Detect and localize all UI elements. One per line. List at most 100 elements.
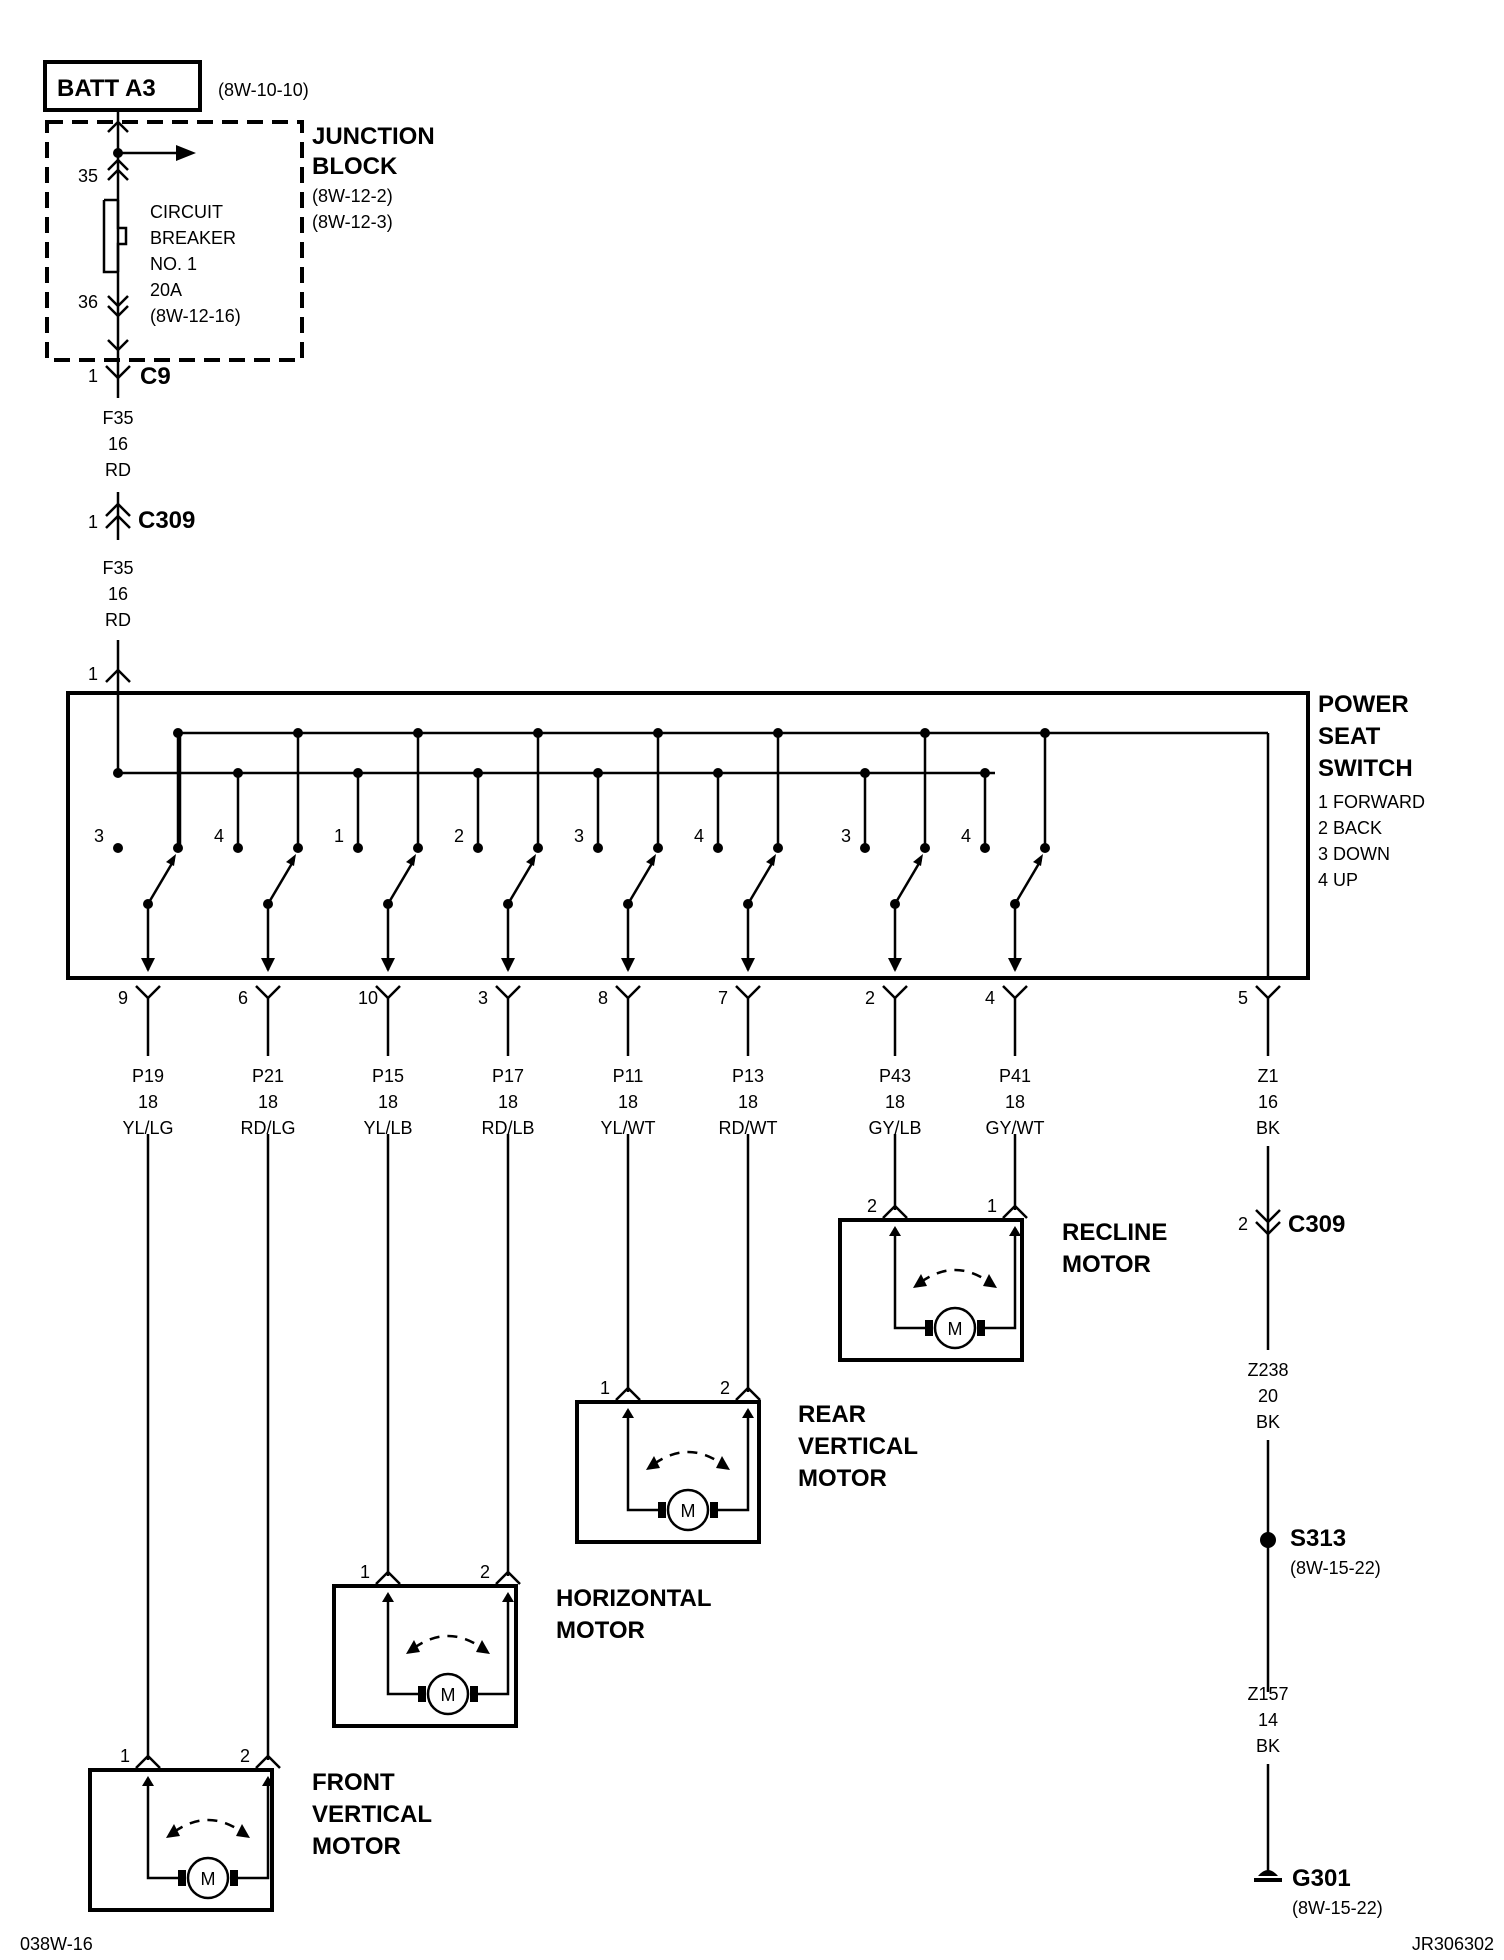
switch-output-pin: 2 <box>865 988 875 1008</box>
motor-box <box>575 1400 761 1544</box>
wire-label: P19 <box>132 1066 164 1086</box>
switch-output-pin: 6 <box>238 988 248 1008</box>
ground-g301-label: G301 <box>1292 1865 1351 1892</box>
c309-feed-pin: 1 <box>88 512 98 532</box>
switch-output-connector <box>1002 985 1028 1000</box>
wire-label: RD/WT <box>719 1118 778 1138</box>
wire-label: 18 <box>738 1092 758 1112</box>
motor-symbol: M <box>948 1319 963 1339</box>
switch-output-pin: 8 <box>598 988 608 1008</box>
motor-pin-label: 2 <box>240 1746 250 1766</box>
junction-block-outline <box>45 120 304 362</box>
rotation-arrow-icon <box>173 1818 243 1834</box>
wire-label: 18 <box>1005 1092 1025 1112</box>
splice-s313-dot <box>1260 1532 1276 1548</box>
motor-pin-label: 2 <box>867 1196 877 1216</box>
ground-wire-3-circuit: Z157 <box>1247 1684 1288 1704</box>
motor-title: MOTOR <box>798 1465 887 1492</box>
feed-wire-2-color: RD <box>105 610 131 630</box>
ground-g301-icon <box>1254 1870 1282 1882</box>
motor-title: VERTICAL <box>798 1433 918 1460</box>
splice-s313-ref: (8W-15-22) <box>1290 1558 1381 1578</box>
c9-pin: 1 <box>88 366 98 386</box>
motor-icon <box>426 1672 470 1716</box>
footer-left: 038W-16 <box>20 1934 93 1954</box>
wire-label: 18 <box>378 1092 398 1112</box>
switch-title-3: SWITCH <box>1318 755 1413 782</box>
motor-title: HORIZONTAL <box>556 1585 712 1612</box>
switch-contact-dot <box>980 843 990 853</box>
motor-pin-label: 2 <box>480 1562 490 1582</box>
switch-output-pin: 10 <box>358 988 378 1008</box>
motor-title: REAR <box>798 1401 866 1428</box>
c309-ground-label: C309 <box>1288 1211 1345 1238</box>
switch-legend-1: 1 FORWARD <box>1318 792 1425 812</box>
switch-output-pin: 7 <box>718 988 728 1008</box>
splice-s313-label: S313 <box>1290 1525 1346 1552</box>
ground-wire-3-gauge: 14 <box>1258 1710 1278 1730</box>
c309-feed-label: C309 <box>138 507 195 534</box>
wire-label: P43 <box>879 1066 911 1086</box>
motor-pin-label: 1 <box>360 1562 370 1582</box>
pin-36-label: 36 <box>78 292 98 312</box>
wire-label: 18 <box>618 1092 638 1112</box>
switch-contact-dot <box>353 843 363 853</box>
feed-wire-2-gauge: 16 <box>108 584 128 604</box>
switch-pin-1-label: 1 <box>88 664 98 684</box>
switch-contact-dot <box>860 843 870 853</box>
wire-label: 18 <box>885 1092 905 1112</box>
c309-feed-connector <box>105 502 131 529</box>
switch-contact-dot <box>113 843 123 853</box>
switch-blade <box>146 859 176 905</box>
motor-title: RECLINE <box>1062 1219 1167 1246</box>
breaker-line-2: BREAKER <box>150 228 236 248</box>
breaker-line-3: NO. 1 <box>150 254 197 274</box>
switch-contact-dot <box>473 843 483 853</box>
output-wires: 9P1918YL/LG6P2118RD/LG10P1518YL/LB3P1718… <box>118 985 1045 1138</box>
switch-cell: 3 <box>574 728 663 972</box>
motor-pin-connector <box>735 1386 761 1401</box>
switch-output-connector <box>255 985 281 1000</box>
switch-cell: 4 <box>694 728 783 972</box>
switch-output-connector <box>882 985 908 1000</box>
switch-legend-2: 2 BACK <box>1318 818 1382 838</box>
motor-pin-connector <box>375 1570 401 1585</box>
motor-title: MOTOR <box>1062 1251 1151 1278</box>
ground-wire-3-color: BK <box>1256 1736 1280 1756</box>
switch-cell: 4 <box>214 728 303 972</box>
motor-pin-connector <box>1002 1204 1028 1219</box>
switch-blade <box>266 859 296 905</box>
switch-output-pin: 3 <box>478 988 488 1008</box>
wire-label: 18 <box>258 1092 278 1112</box>
motor-pin-label: 1 <box>987 1196 997 1216</box>
switch-contact-dot <box>593 843 603 853</box>
switch-cell: 3 <box>841 728 930 972</box>
motor-title: VERTICAL <box>312 1801 432 1828</box>
motor-pin-connector <box>882 1204 908 1219</box>
power-seat-switch-outline <box>66 691 1310 980</box>
switch-title-2: SEAT <box>1318 723 1381 750</box>
motor-symbol: M <box>441 1685 456 1705</box>
motor-box <box>838 1218 1024 1362</box>
circuit-breaker-icon <box>116 200 128 272</box>
switch-contact-label: 4 <box>214 826 224 846</box>
switch-pin-1-connector <box>105 668 131 683</box>
switch-contact-label: 3 <box>94 826 104 846</box>
motor-title: MOTOR <box>556 1617 645 1644</box>
wire-label: P21 <box>252 1066 284 1086</box>
switch-blade <box>746 859 776 905</box>
motor-pin-connector <box>255 1754 281 1769</box>
switch-blade <box>893 859 923 905</box>
wire-label: YL/WT <box>600 1118 655 1138</box>
ground-wire-1-circuit: Z1 <box>1257 1066 1278 1086</box>
junction-ref-1: (8W-12-2) <box>312 186 393 206</box>
wire-label: 18 <box>498 1092 518 1112</box>
wire-label: GY/LB <box>868 1118 921 1138</box>
